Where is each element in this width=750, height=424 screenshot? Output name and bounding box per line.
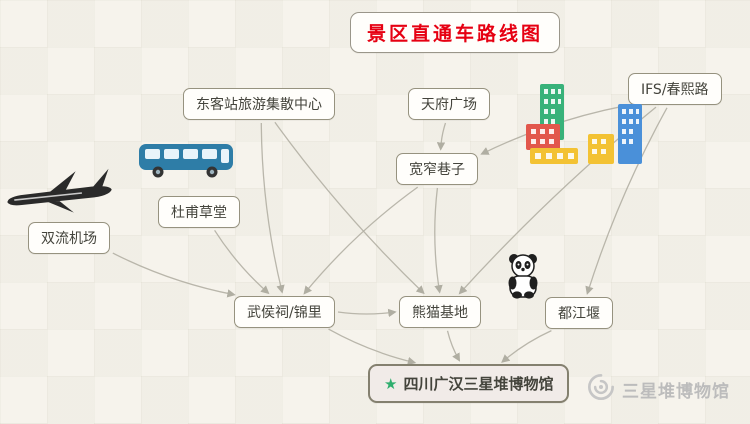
node-wuhou-shrine-jinli: 武侯祠/锦里 [234, 296, 335, 328]
page-title: 景区直通车路线图 [350, 12, 561, 53]
node-tianfu-square: 天府广场 [408, 88, 490, 120]
node-kuanzhai-alley: 宽窄巷子 [396, 153, 478, 185]
node-dujiangyan: 都江堰 [545, 297, 613, 329]
edge-dongkezhan-to-panda [274, 121, 425, 295]
city-buildings-icon [526, 82, 648, 172]
edge-airport-to-wuhou [112, 252, 236, 298]
edge-dongkezhan-to-wuhou [260, 122, 285, 294]
star-icon: ★ [384, 375, 398, 393]
node-shuangliu-airport: 双流机场 [28, 222, 110, 254]
edge-panda-to-museum [446, 330, 461, 362]
node-panda-base: 熊猫基地 [399, 296, 481, 328]
bus-icon [136, 140, 236, 184]
airplane-icon [2, 164, 119, 225]
node-dufu-cottage: 杜甫草堂 [158, 196, 240, 228]
node-ifs-chunxi-road: IFS/春熙路 [628, 73, 722, 105]
panda-icon [502, 252, 546, 304]
museum-logo-icon [586, 372, 616, 407]
edge-kuanzhai-to-panda [434, 187, 443, 294]
watermark-text: 三星堆博物馆 [622, 382, 730, 402]
edge-dufu-to-wuhou [214, 229, 270, 295]
edge-dujiangyan-to-museum [501, 330, 552, 363]
museum-label: 四川广汉三星堆博物馆 [403, 375, 554, 393]
node-east-station-tourist-center: 东客站旅游集散中心 [183, 88, 335, 120]
edge-kuanzhai-to-wuhou [303, 186, 419, 295]
node-sanxingdui-museum: ★ 四川广汉三星堆博物馆 [368, 364, 570, 403]
watermark: 三星堆博物馆 [586, 372, 730, 407]
edge-wuhou-to-panda [337, 308, 397, 318]
edge-tianfu-to-kuanzhai [436, 122, 447, 151]
edge-wuhou-to-museum [328, 328, 417, 366]
